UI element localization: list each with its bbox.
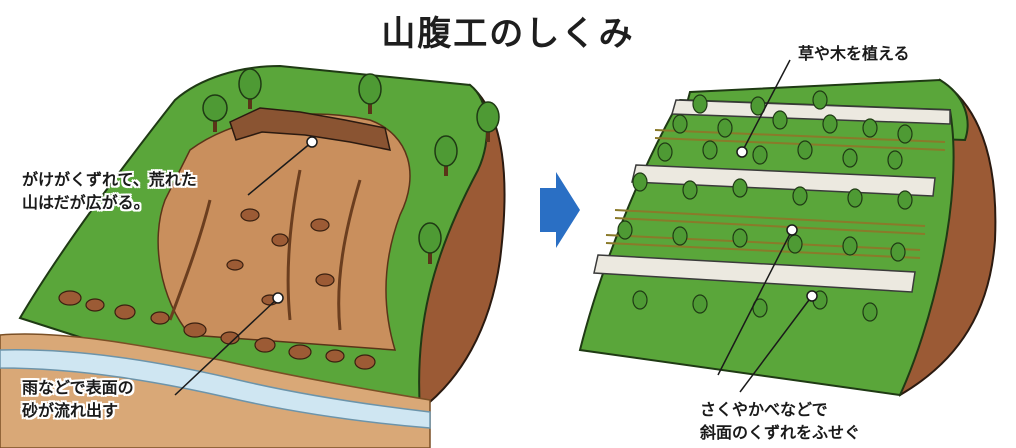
leader-line — [247, 141, 313, 196]
leader-line — [741, 59, 791, 153]
leader-dot — [806, 290, 818, 302]
callout-line: がけがくずれて、荒れた — [22, 170, 197, 189]
tree-group — [202, 68, 500, 264]
callout-cliff-collapse: がけがくずれて、荒れた 山はだが広がる。 — [22, 168, 197, 214]
gully-line — [337, 179, 362, 331]
callout-planting: 草や木を植える — [798, 42, 910, 65]
leader-dot — [272, 292, 284, 304]
retaining-wall-group — [593, 99, 951, 293]
left-cliff-scarp — [229, 107, 391, 151]
callout-surface-erosion: 雨などで表面の 砂が流れ出す — [22, 376, 134, 422]
page-title: 山腹工のしくみ — [381, 14, 635, 54]
left-eroded-area — [157, 113, 411, 351]
callout-line: 雨などで表面の — [22, 378, 134, 397]
restored-slope-illustration — [578, 59, 997, 397]
gully-line — [168, 199, 212, 321]
callout-line: 山はだが広がる。 — [22, 193, 150, 212]
leader-line — [717, 229, 793, 376]
leader-dot — [786, 224, 798, 236]
callout-fences-walls: さくやかべなどで 斜面のくずれをふせぐ — [700, 398, 860, 444]
leader-dot — [306, 136, 318, 148]
callout-line: 斜面のくずれをふせぐ — [700, 423, 861, 442]
callout-line: さくやかべなどで — [700, 400, 828, 419]
gully-line — [286, 169, 302, 321]
degraded-slope-illustration — [0, 64, 506, 448]
river — [0, 349, 431, 429]
leader-line — [174, 297, 279, 396]
callout-line: 砂が流れ出す — [22, 401, 119, 420]
right-arrow-icon — [540, 172, 580, 248]
leader-dot — [736, 146, 748, 158]
callout-line: 草や木を植える — [798, 44, 910, 63]
rock-pile — [58, 208, 376, 370]
leader-line — [739, 295, 813, 393]
planted-tree-rows — [617, 90, 913, 322]
